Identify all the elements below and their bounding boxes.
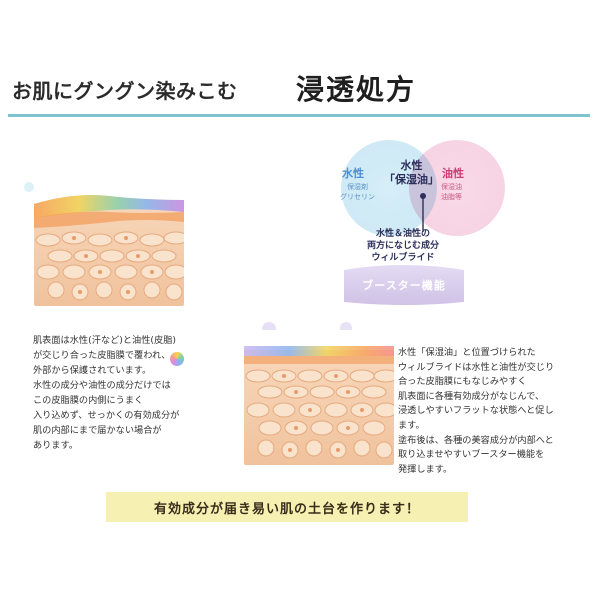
venn-oil-sub-line: 保湿油 bbox=[441, 183, 462, 191]
text-line: 合った皮脂膜にもなじみやすく bbox=[398, 376, 527, 388]
text-line: ます。 bbox=[398, 419, 425, 431]
text-line: 取り込ませやすいブースター機能を bbox=[398, 449, 545, 461]
left-description: 肌表面は水性(汗など)と油性(皮脂) が交じり合った皮脂膜で覆われ、 外部から保… bbox=[33, 333, 211, 453]
decorative-bubble bbox=[24, 182, 34, 192]
text-line: 外部から保護されています。 bbox=[33, 365, 152, 376]
ingredient-note: 水性＆油性の 両方になじむ成分 ウィルブライド bbox=[358, 228, 448, 264]
text-line: 発揮します。 bbox=[398, 463, 453, 475]
page-title: 浸透処方 bbox=[296, 73, 417, 106]
text-line: 水性の成分や油性の成分だけでは bbox=[33, 380, 171, 391]
text-line: ウィルブライドは水性と油性が交じり bbox=[398, 361, 555, 373]
venn-water-label: 水性 bbox=[342, 167, 364, 180]
text-line: この皮脂膜の内側にうまく bbox=[33, 395, 144, 406]
skin-illustration-before bbox=[34, 160, 184, 306]
venn-center-label: 水性 「保湿油」 bbox=[384, 159, 439, 187]
text-line: 塗布後は、各種の美容成分が内部へと bbox=[398, 434, 554, 446]
decorative-bubble bbox=[170, 352, 184, 366]
note-line: 水性＆油性の bbox=[375, 229, 430, 239]
venn-center-line: 「保湿油」 bbox=[384, 173, 439, 186]
text-line: 水性「保湿油」と位置づけられた bbox=[398, 347, 536, 358]
title-divider bbox=[8, 114, 590, 117]
venn-oil-sub: 保湿油 油脂等 bbox=[441, 182, 462, 202]
booster-label: ブースター機能 bbox=[362, 279, 446, 292]
text-line: 肌表面に各種有効成分がなじんで、 bbox=[398, 390, 545, 402]
summary-banner: 有効成分が届き易い肌の土台を作ります！ bbox=[106, 492, 468, 522]
text-line: 肌の内部にまで届かない場合が bbox=[33, 425, 162, 436]
venn-center-line: 水性 bbox=[400, 159, 423, 172]
water-circle bbox=[341, 140, 437, 236]
text-line: 浸透しやすいフラットな状態へと促し bbox=[398, 405, 554, 417]
venn-water-sub-line: グリセリン bbox=[340, 193, 375, 201]
venn-oil-sub-line: 油脂等 bbox=[441, 193, 462, 201]
text-line: あります。 bbox=[33, 440, 79, 451]
venn-oil-label: 油性 bbox=[442, 167, 464, 180]
booster-platform bbox=[340, 262, 468, 306]
right-description: 水性「保湿油」と位置づけられた ウィルブライドは水性と油性が交じり 合った皮脂膜… bbox=[398, 346, 594, 477]
venn-water-sub-line: 保湿剤 bbox=[347, 183, 368, 191]
text-line: が交じり合った皮脂膜で覆われ、 bbox=[33, 350, 171, 361]
page-subtitle: お肌にグングン染みこむ bbox=[12, 79, 238, 103]
text-line: 入り込めず、せっかくの有効成分が bbox=[33, 410, 180, 421]
text-line: 肌表面は水性(汗など)と油性(皮脂) bbox=[33, 335, 176, 346]
note-line: 両方になじむ成分 bbox=[366, 241, 439, 251]
note-line: ウィルブライド bbox=[371, 253, 435, 263]
skin-illustration-after bbox=[244, 330, 394, 465]
oil-circle bbox=[409, 140, 505, 236]
venn-diagram bbox=[333, 136, 513, 248]
venn-water-sub: 保湿剤 グリセリン bbox=[340, 182, 375, 202]
